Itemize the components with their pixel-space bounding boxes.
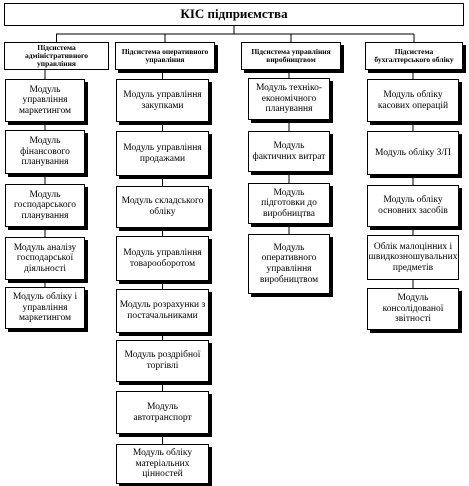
subsystem-header-label: Підсистема адміністративного управління <box>24 43 89 68</box>
module-box: Модуль розрахунки з постачальниками <box>116 289 209 333</box>
module-label: Модуль обліку основних засобів <box>378 195 448 216</box>
subsystem-header: Підсистема оперативного управління <box>115 42 215 70</box>
module-box: Модуль господарського планування <box>5 184 85 227</box>
module-box: Модуль обліку і управління маркетингом <box>5 287 85 329</box>
module-box: Модуль аналізу господарської діяльності <box>5 237 85 280</box>
module-box: Модуль техніко-економічного планування <box>248 78 330 120</box>
module-label: Модуль господарського планування <box>13 189 77 221</box>
subsystem-header: Підсистема управління виробництвом <box>241 42 341 70</box>
module-label: Модуль складського обліку <box>121 196 204 217</box>
module-box: Модуль обліку З/П <box>367 131 459 175</box>
module-box: Облік малоцінних і швидкозношувальних пр… <box>367 235 459 280</box>
module-label: Модуль консолідованої звітності <box>382 293 444 325</box>
module-label: Модуль управління продажами <box>123 142 202 164</box>
root-title: КІС підприємства <box>180 6 288 22</box>
module-box: Модуль управління товарооборотом <box>116 236 209 281</box>
module-box: Модуль автотранспорт <box>116 391 209 434</box>
module-box: Модуль фактичних витрат <box>248 131 330 172</box>
module-label: Модуль автотранспорт <box>133 401 192 423</box>
subsystem-header: Підсистема адміністративного управління <box>4 42 109 70</box>
module-box: Модуль підготовки до виробництва <box>248 183 330 224</box>
module-box: Модуль управління маркетингом <box>5 79 85 122</box>
module-box: Модуль складського обліку <box>116 186 209 228</box>
module-label: Модуль фактичних витрат <box>252 140 326 162</box>
module-label: Модуль обліку матеріальних цінностей <box>132 448 193 480</box>
module-label: Облік малоцінних і швидкозношувальних пр… <box>368 241 458 273</box>
module-label: Модуль обліку і управління маркетингом <box>12 292 78 324</box>
module-label: Модуль обліку З/П <box>375 147 451 158</box>
subsystem-header-label: Підсистема управління виробництвом <box>251 47 331 64</box>
module-box: Модуль консолідованої звітності <box>367 288 459 330</box>
module-box: Модуль управління продажами <box>116 131 209 176</box>
module-label: Модуль розрахунки з постачальниками <box>119 300 206 321</box>
module-label: Модуль техніко-економічного планування <box>255 83 323 115</box>
module-box: Модуль управління закупками <box>116 79 209 122</box>
module-label: Модуль оперативного управління виробницт… <box>259 242 319 285</box>
module-label: Модуль управління товарооборотом <box>123 247 202 269</box>
module-label: Модуль фінансового планування <box>20 136 70 168</box>
module-label: Модуль управління маркетингом <box>18 84 72 116</box>
subsystem-header-label: Підсистема бухгалтерського обліку <box>374 47 454 64</box>
module-box: Модуль обліку касових операцій <box>367 79 459 122</box>
module-label: Модуль роздрібної торгівлі <box>124 350 201 371</box>
module-box: Модуль роздрібної торгівлі <box>116 340 209 382</box>
module-box: Модуль обліку матеріальних цінностей <box>116 444 209 484</box>
subsystem-header: Підсистема бухгалтерського обліку <box>365 42 463 70</box>
module-box: Модуль оперативного управління виробницт… <box>248 234 330 294</box>
module-label: Модуль обліку касових операцій <box>377 89 449 111</box>
module-label: Модуль підготовки до виробництва <box>261 187 317 219</box>
root-node: КІС підприємства <box>4 3 464 26</box>
subsystem-header-label: Підсистема оперативного управління <box>121 47 209 64</box>
module-label: Модуль управління закупками <box>123 89 202 111</box>
module-box: Модуль фінансового планування <box>5 130 85 174</box>
module-box: Модуль обліку основних засобів <box>367 185 459 227</box>
module-label: Модуль аналізу господарської діяльності <box>13 242 77 274</box>
